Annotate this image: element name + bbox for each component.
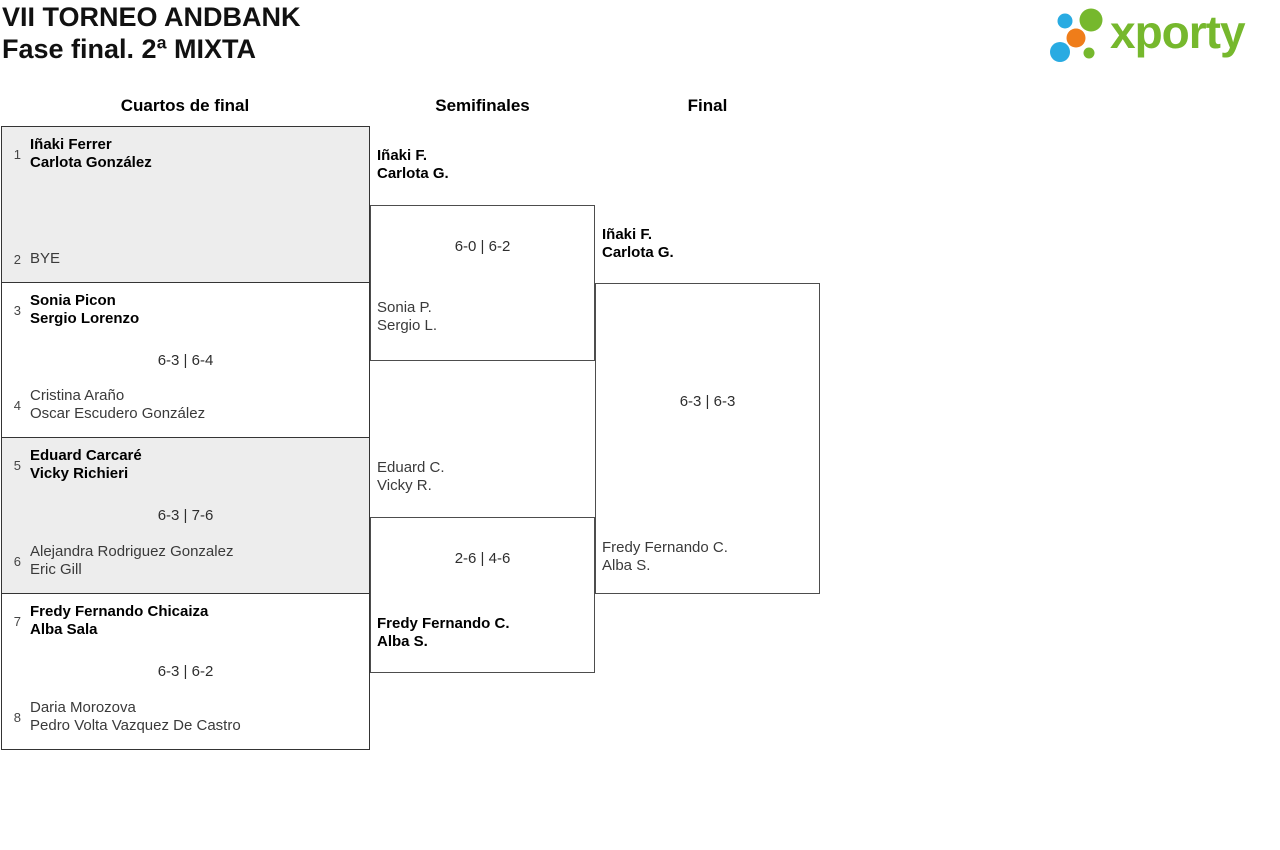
team-entry: 2 BYE <box>8 250 60 268</box>
player-name: Alejandra Rodriguez Gonzalez <box>30 543 234 560</box>
player-name: Iñaki F. <box>377 147 428 164</box>
player-name: Cristina Araño <box>30 387 125 404</box>
seed-number: 5 <box>13 457 21 473</box>
player-name: BYE <box>30 250 61 267</box>
page-title: VII TORNEO ANDBANK Fase final. 2ª MIXTA <box>2 1 301 65</box>
final-team-2: Fredy Fernando C.Alba S. <box>602 539 728 575</box>
player-name: Daria Morozova <box>30 699 136 716</box>
semifinal-1-team-1: Iñaki F.Carlota G. <box>377 147 449 183</box>
player-name: Alba S. <box>377 633 428 650</box>
player-name: Eduard Carcaré <box>30 447 142 464</box>
player-name: Eduard C. <box>377 459 445 476</box>
player-name: Sonia Picon <box>30 292 116 309</box>
phase-category: Fase final. 2ª MIXTA <box>2 34 257 64</box>
player-name: Carlota G. <box>602 244 674 261</box>
player-name: Sergio Lorenzo <box>30 310 140 327</box>
semifinal-match-1-box: 6-0 | 6-2 <box>370 205 595 361</box>
final-team-1: Iñaki F.Carlota G. <box>602 226 674 262</box>
player-name: Fredy Fernando Chicaiza <box>30 603 209 620</box>
round-header-final: Final <box>687 96 728 115</box>
player-name: Vicky R. <box>377 477 432 494</box>
player-name: Carlota González <box>30 154 152 171</box>
player-name: Alba Sala <box>30 621 98 638</box>
semifinal-2-team-1: Eduard C.Vicky R. <box>377 459 445 495</box>
tournament-name: VII TORNEO ANDBANK <box>2 2 301 32</box>
match-score: 6-3 | 6-2 <box>157 663 214 680</box>
player-name: Sonia P. <box>377 299 432 316</box>
player-name: Pedro Volta Vazquez De Castro <box>30 717 241 734</box>
player-name: Oscar Escudero González <box>30 405 206 422</box>
player-name: Eric Gill <box>30 561 82 578</box>
round-header-semifinals: Semifinales <box>435 96 530 115</box>
player-name: Sergio L. <box>377 317 438 334</box>
match-score: 2-6 | 4-6 <box>454 550 511 567</box>
match-score: 6-3 | 6-3 <box>679 393 736 410</box>
semifinal-match-2-box: 2-6 | 4-6 <box>370 517 595 673</box>
xporty-logo[interactable]: xporty <box>1046 4 1278 70</box>
seed-number: 1 <box>13 146 21 162</box>
semifinal-2-team-2: Fredy Fernando C.Alba S. <box>377 615 510 651</box>
final-match-box: 6-3 | 6-3 <box>595 283 820 594</box>
seed-number: 2 <box>13 251 21 267</box>
round-header-quarterfinals: Cuartos de final <box>120 96 250 115</box>
seed-number: 4 <box>13 397 21 413</box>
seed-number: 7 <box>13 613 21 629</box>
logo-dots-icon <box>1050 8 1103 62</box>
player-name: Carlota G. <box>377 165 449 182</box>
match-score: 6-3 | 6-4 <box>157 352 214 369</box>
player-name: Vicky Richieri <box>30 465 129 482</box>
seed-number: 3 <box>13 302 21 318</box>
player-name: Fredy Fernando C. <box>377 615 510 632</box>
semifinal-1-team-2: Sonia P.Sergio L. <box>377 299 437 335</box>
logo-wordmark: xporty <box>1110 6 1246 58</box>
match-score: 6-3 | 7-6 <box>157 507 214 524</box>
match-score: 6-0 | 6-2 <box>454 238 511 255</box>
player-name: Iñaki F. <box>602 226 653 243</box>
seed-number: 6 <box>13 553 21 569</box>
team-names: BYE <box>30 250 60 268</box>
player-name: Alba S. <box>602 557 651 574</box>
seed-number: 8 <box>13 709 21 725</box>
player-name: Iñaki Ferrer <box>30 136 112 153</box>
player-name: Fredy Fernando C. <box>602 539 728 556</box>
